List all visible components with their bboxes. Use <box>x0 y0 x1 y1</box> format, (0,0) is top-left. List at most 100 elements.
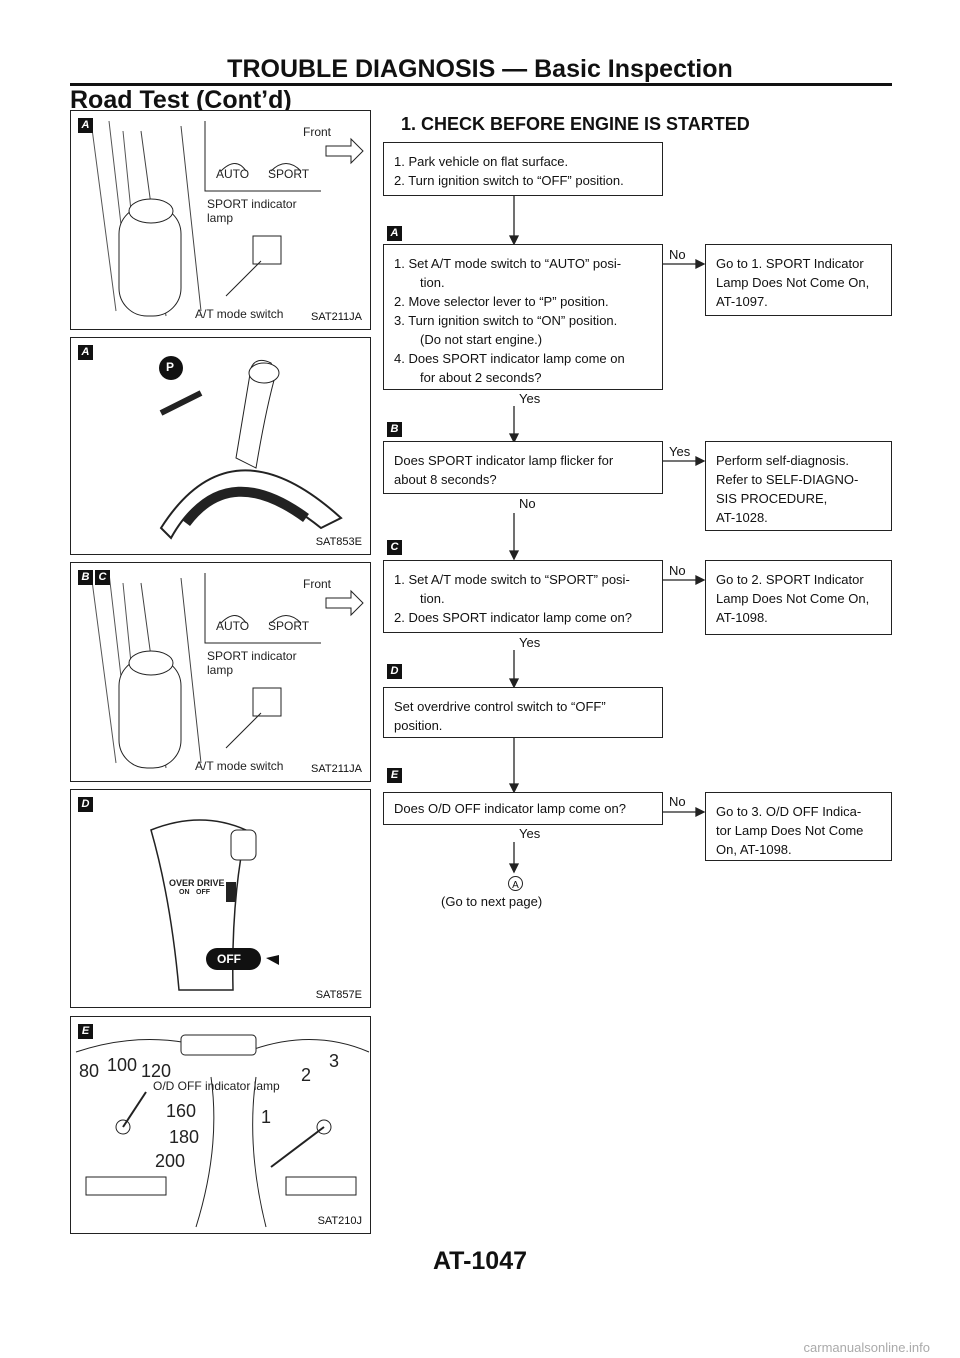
figure-selector-lever-p: A P SAT853E <box>70 337 371 555</box>
figure-label-80: 80 <box>79 1061 100 1081</box>
flow-result-line: Go to 3. O/D OFF Indica- <box>716 804 862 819</box>
figure-badge: D <box>78 797 93 812</box>
flow-result-sport-lamp-not-on-2: Go to 2. SPORT Indicator Lamp Does Not C… <box>705 560 892 635</box>
flow-result-self-diagnosis: Perform self-diagnosis. Refer to SELF-DI… <box>705 441 892 531</box>
figure-illustration <box>90 120 364 317</box>
figure-code: SAT853E <box>315 536 362 548</box>
flow-step-park-vehicle: 1. Park vehicle on flat surface. 2. Turn… <box>383 142 663 196</box>
figure-badge: E <box>78 1024 93 1039</box>
figure-overdrive-switch: D OVER DRIVE ON OFF OFF SAT857E <box>70 789 371 1008</box>
flow-step-od-off-lamp: Does O/D OFF indicator lamp come on? <box>383 792 663 825</box>
figure-label-160: 160 <box>166 1101 197 1121</box>
figure-code: SAT211JA <box>311 311 362 323</box>
figure-label-front: Front <box>303 577 332 591</box>
flow-result-od-off-lamp-not-on: Go to 3. O/D OFF Indica- tor Lamp Does N… <box>705 792 892 861</box>
flow-step-auto-mode-check: 1. Set A/T mode switch to “AUTO” posi- t… <box>383 244 663 390</box>
flow-answer-yes: Yes <box>519 826 541 841</box>
figure-label-sport-indicator: SPORT indicator <box>207 197 297 211</box>
figure-code: SAT211JA <box>311 763 362 775</box>
figure-illustration <box>75 1034 370 1228</box>
flow-step-line: 1. Set A/T mode switch to “AUTO” posi- <box>394 256 622 271</box>
figure-mode-switch-auto: A Front AUTO SPORT SPORT indicator lamp … <box>70 110 371 330</box>
figure-label-mode-switch: A/T mode switch <box>195 307 284 321</box>
flow-step-line: Does SPORT indicator lamp flicker for <box>394 453 614 468</box>
figure-label-auto: AUTO <box>216 619 250 633</box>
flow-badge: D <box>387 664 402 679</box>
flow-badge: E <box>387 768 402 783</box>
flow-step-line: 4. Does SPORT indicator lamp come on <box>394 351 625 366</box>
page-subtitle: Road Test (Cont’d) <box>70 86 292 114</box>
figure-badge: A <box>78 118 93 133</box>
figure-label-p: P <box>166 360 175 374</box>
flow-result-line: AT-1098. <box>716 610 768 625</box>
figure-label-3: 3 <box>329 1051 340 1071</box>
flow-step-line: 2. Move selector lever to “P” position. <box>394 294 609 309</box>
continuation-marker: A <box>508 876 523 891</box>
figure-label-120: 120 <box>141 1061 172 1081</box>
figure-label-2: 2 <box>301 1065 312 1085</box>
figure-label-auto: AUTO <box>216 167 250 181</box>
figure-illustration <box>90 572 364 769</box>
flow-answer-yes: Yes <box>519 635 541 650</box>
figure-badge: B <box>78 570 93 585</box>
figure-label-200: 200 <box>155 1151 186 1171</box>
figure-label-mode-switch: A/T mode switch <box>195 759 284 773</box>
figure-label-on: ON <box>179 889 190 896</box>
flow-answer-no: No <box>669 247 686 262</box>
figure-label-off-small: OFF <box>196 889 210 896</box>
flow-result-line: tor Lamp Does Not Come <box>716 823 864 838</box>
figure-label-100: 100 <box>107 1055 138 1075</box>
flow-step-line: 1. Park vehicle on flat surface. <box>394 154 569 169</box>
figure-label-over-drive: OVER DRIVE <box>169 878 225 888</box>
flow-step-line: Does O/D OFF indicator lamp come on? <box>394 801 626 816</box>
flow-badge: C <box>387 540 402 555</box>
continuation-text: (Go to next page) <box>441 894 543 909</box>
flow-result-line: AT-1028. <box>716 510 768 525</box>
header-rule <box>70 83 892 86</box>
flow-step-line: (Do not start engine.) <box>420 332 543 347</box>
flow-result-sport-lamp-not-on: Go to 1. SPORT Indicator Lamp Does Not C… <box>705 244 892 316</box>
figure-label-off-button: OFF <box>217 952 241 966</box>
flow-answer-no: No <box>669 794 686 809</box>
figure-label-sport: SPORT <box>268 167 310 181</box>
flow-step-overdrive-off: Set overdrive control switch to “OFF” po… <box>383 687 663 738</box>
flow-answer-no: No <box>669 563 686 578</box>
flow-step-line: 1. Set A/T mode switch to “SPORT” posi- <box>394 572 630 587</box>
figure-label-front: Front <box>303 125 332 139</box>
flow-badge: A <box>387 226 402 241</box>
flow-step-line: about 8 seconds? <box>394 472 497 487</box>
flow-result-line: Go to 1. SPORT Indicator <box>716 256 864 271</box>
flow-step-line: tion. <box>420 275 445 290</box>
watermark: carmanualsonline.info <box>803 1340 930 1355</box>
flow-result-line: Go to 2. SPORT Indicator <box>716 572 864 587</box>
flow-answer-yes: Yes <box>669 444 691 459</box>
flow-result-line: Perform self-diagnosis. <box>716 453 849 468</box>
flow-step-line: 2. Does SPORT indicator lamp come on? <box>394 610 632 625</box>
figure-label-1: 1 <box>261 1107 272 1127</box>
flow-step-sport-mode-check: 1. Set A/T mode switch to “SPORT” posi- … <box>383 560 663 633</box>
figure-label-od-off: O/D OFF indicator lamp <box>153 1079 280 1093</box>
figure-label-sport: SPORT <box>268 619 310 633</box>
flow-step-lamp-flicker: Does SPORT indicator lamp flicker for ab… <box>383 441 663 494</box>
flow-result-line: Lamp Does Not Come On, <box>716 591 870 606</box>
flow-result-line: On, AT-1098. <box>716 842 792 857</box>
flow-result-line: Lamp Does Not Come On, <box>716 275 870 290</box>
figure-mode-switch-sport: B C Front AUTO SPORT SPORT indicator lam… <box>70 562 371 782</box>
page-number: AT-1047 <box>432 1247 528 1275</box>
flow-answer-no: No <box>519 496 536 511</box>
figure-label-sport-indicator: SPORT indicator <box>207 649 297 663</box>
flow-step-line: 2. Turn ignition switch to “OFF” positio… <box>394 173 624 188</box>
flow-step-line: position. <box>394 718 443 733</box>
flow-step-line: Set overdrive control switch to “OFF” <box>394 699 606 714</box>
flow-result-line: Refer to SELF-DIAGNO- <box>716 472 859 487</box>
figure-badge-secondary: C <box>95 570 110 585</box>
figure-code: SAT210J <box>317 1215 362 1227</box>
flow-step-line: tion. <box>420 591 445 606</box>
flow-step-line: 3. Turn ignition switch to “ON” position… <box>394 313 618 328</box>
figure-illustration <box>150 819 279 991</box>
page-header-title: TROUBLE DIAGNOSIS — Basic Inspection <box>227 55 733 83</box>
continuation-marker-label: A <box>512 880 519 891</box>
figure-illustration <box>159 356 343 540</box>
figure-instrument-cluster: E O/D OFF indicator lamp 80 100 120 160 … <box>70 1016 371 1234</box>
